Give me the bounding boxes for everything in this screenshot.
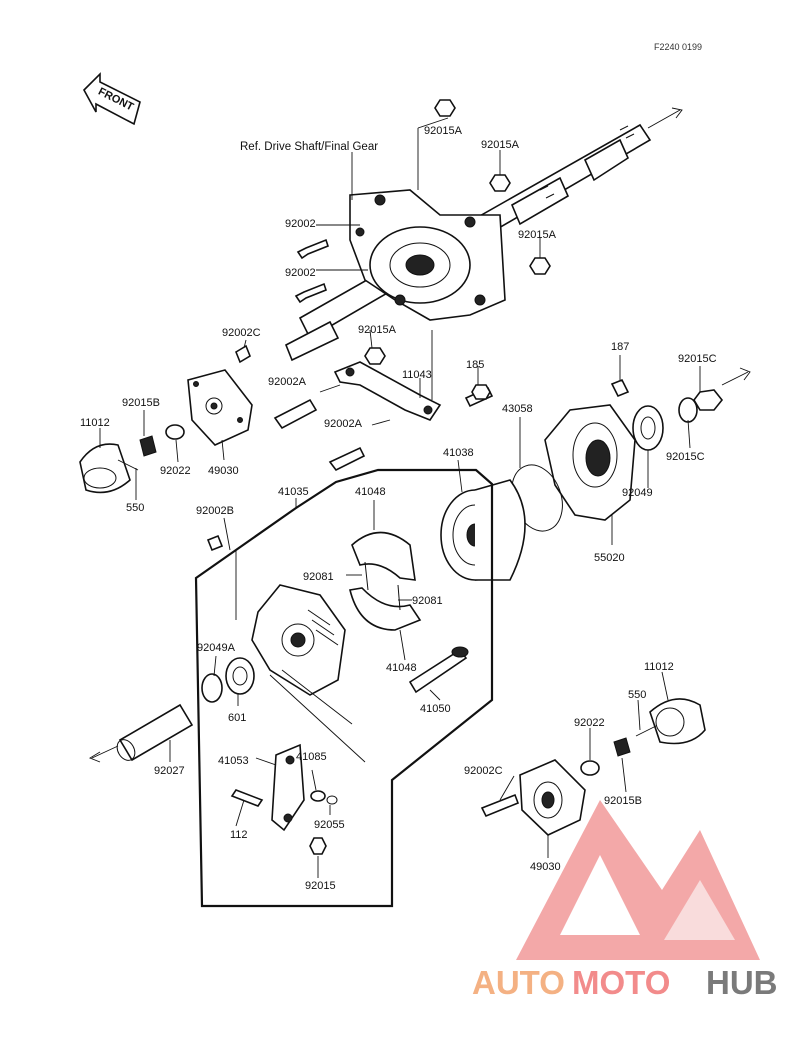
part-label: 92002C (464, 765, 503, 777)
part-label: 41053 (218, 755, 249, 767)
part-label: 92022 (160, 465, 191, 477)
part-label: 49030 (530, 861, 561, 873)
part-label: 92015B (122, 397, 160, 409)
part-label: 92015B (604, 795, 642, 807)
part-label: 41048 (386, 662, 417, 674)
part-label: 49030 (208, 465, 239, 477)
part-label: 55020 (594, 552, 625, 564)
watermark-logo (516, 800, 760, 960)
part-label: 112 (230, 829, 248, 841)
diagram-code: F2240 0199 (654, 42, 702, 52)
part-label: 187 (611, 341, 629, 353)
part-label: 601 (228, 712, 246, 724)
part-label: 41050 (420, 703, 451, 715)
part-label: 11012 (80, 417, 110, 429)
part-label: 11012 (644, 661, 674, 673)
part-label: 92049A (197, 642, 236, 654)
part-label: 92015 (305, 880, 336, 892)
watermark-auto: AUTO (472, 964, 565, 1001)
brake-panel-internals (201, 531, 469, 855)
watermark-hub: HUB (706, 964, 778, 1001)
part-label: 92002 (285, 267, 316, 279)
leader-lines (99, 117, 701, 878)
part-label: 41048 (355, 486, 386, 498)
left-hub-cover (79, 344, 253, 494)
part-label: 92002 (285, 218, 316, 230)
part-label: 92002A (324, 418, 363, 430)
part-label: 92049 (622, 487, 653, 499)
part-label: 92002B (196, 505, 234, 517)
part-label: 41035 (278, 486, 309, 498)
part-label: 92081 (303, 571, 334, 583)
part-label: 92015C (666, 451, 705, 463)
part-label: 92015A (481, 139, 520, 151)
part-label: 92015A (518, 229, 557, 241)
right-brake-drum-group (440, 367, 751, 581)
part-label: 92055 (314, 819, 345, 831)
reference-note: Ref. Drive Shaft/Final Gear (240, 141, 378, 153)
part-label: 92015A (424, 125, 463, 137)
part-label: 41085 (296, 751, 327, 763)
part-label: 550 (126, 502, 144, 514)
part-label: 92002A (268, 376, 307, 388)
front-arrow-icon: FRONT (83, 72, 141, 126)
part-label: 92081 (412, 595, 443, 607)
watermark-moto: MOTO (572, 964, 670, 1001)
part-label: 92027 (154, 765, 185, 777)
part-label: 41038 (443, 447, 474, 459)
brake-panel-boundary (194, 468, 494, 908)
part-label: 92022 (574, 717, 605, 729)
right-hub-cover (480, 698, 706, 836)
part-label: 92015A (358, 324, 397, 336)
watermark-text: AUTO MOTO HUB (472, 964, 778, 1001)
drive-shaft-assembly (284, 99, 683, 365)
part-label: 92002C (222, 327, 261, 339)
spacer-tube (88, 703, 194, 763)
part-label: 43058 (502, 403, 533, 415)
part-label: 11043 (402, 369, 432, 381)
part-label: 185 (466, 359, 484, 371)
bracket-part (273, 361, 494, 472)
part-label: 550 (628, 689, 646, 701)
part-label: 92015C (678, 353, 717, 365)
nut-icon (434, 99, 456, 117)
